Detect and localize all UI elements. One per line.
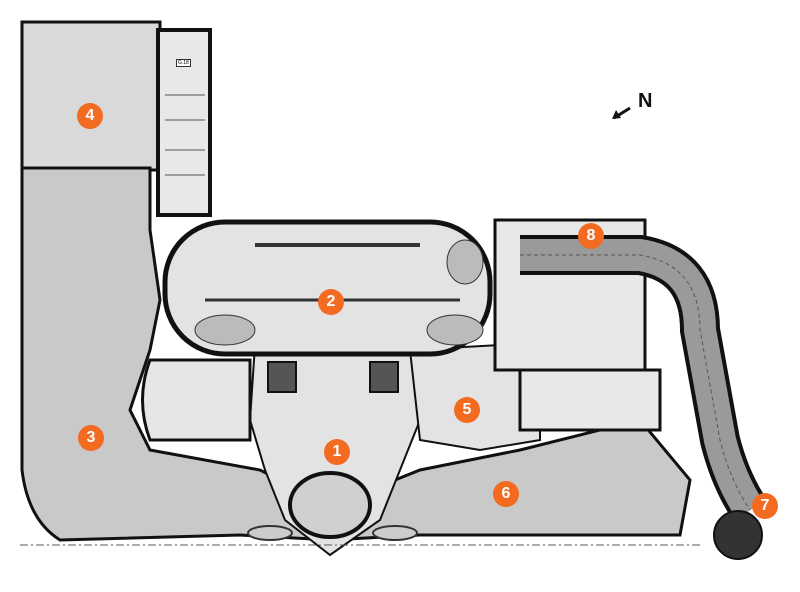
north-label: N: [638, 90, 653, 112]
room-tag: G.18: [176, 59, 191, 67]
stair-block: [156, 28, 212, 217]
lift-right: [369, 361, 399, 393]
marker-4[interactable]: 4: [77, 103, 103, 129]
marker-3[interactable]: 3: [78, 425, 104, 451]
tree-circle: [713, 510, 763, 560]
marker-7[interactable]: 7: [752, 493, 778, 519]
entrance-pod: [288, 471, 372, 539]
room-4-area: [20, 20, 162, 172]
marker-1[interactable]: 1: [324, 439, 350, 465]
corridor-area-3-6: [20, 166, 692, 542]
marker-5[interactable]: 5: [454, 397, 480, 423]
marker-6[interactable]: 6: [493, 481, 519, 507]
washrooms: [141, 358, 252, 442]
marker-2[interactable]: 2: [318, 289, 344, 315]
marker-8[interactable]: 8: [578, 223, 604, 249]
lift-left: [267, 361, 297, 393]
